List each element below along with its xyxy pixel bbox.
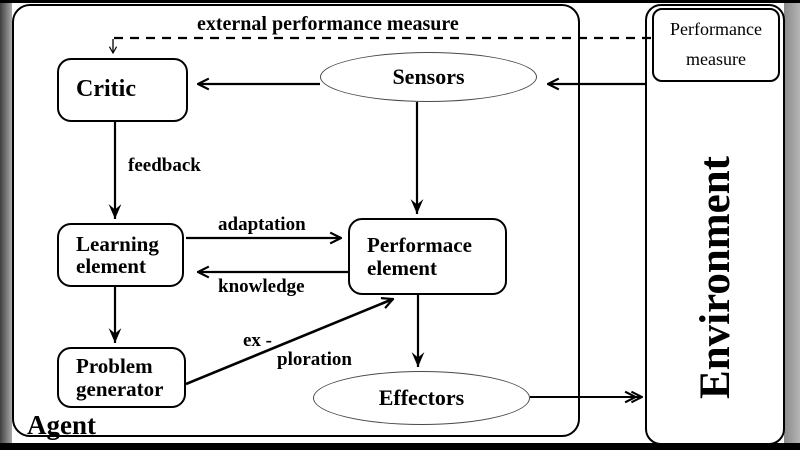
performance-element-label-line2: element xyxy=(367,255,437,280)
problem-generator-node: Problem generator xyxy=(57,347,186,408)
critic-label: Critic xyxy=(76,76,136,103)
learning-element-node: Learning element xyxy=(57,223,184,287)
problem-generator-label-line1: Problem xyxy=(76,354,153,379)
adaptation-label: adaptation xyxy=(218,214,306,235)
knowledge-label: knowledge xyxy=(218,276,305,297)
right-gradient-band xyxy=(784,3,800,443)
performance-element-label-line1: Performace xyxy=(367,233,472,258)
exploration-label-line1: ex - xyxy=(243,330,273,351)
feedback-label: feedback xyxy=(128,155,201,176)
problem-generator-label-line2: generator xyxy=(76,376,164,401)
bottom-frame-strip xyxy=(0,443,800,450)
exploration-label-line2: ploration xyxy=(277,349,352,370)
sensors-node: Sensors xyxy=(320,52,537,102)
environment-label: Environment xyxy=(692,156,739,399)
effectors-label: Effectors xyxy=(378,385,465,410)
sensors-label: Sensors xyxy=(392,64,465,89)
performance-measure-node: Performance measure xyxy=(652,8,780,82)
left-gradient-band xyxy=(0,3,12,443)
performance-element-node: Performace element xyxy=(348,218,507,295)
effectors-node: Effectors xyxy=(313,371,530,425)
agent-label: Agent xyxy=(27,410,96,440)
external-performance-measure-label: external performance measure xyxy=(197,13,459,35)
learning-element-label-line1: Learning xyxy=(76,231,159,256)
environment-label-wrap: Environment xyxy=(646,110,785,445)
critic-node: Critic xyxy=(57,58,188,122)
performance-measure-label-line1: Performance xyxy=(670,19,762,40)
performance-measure-label-line2: measure xyxy=(686,49,746,69)
learning-element-label-line2: element xyxy=(76,254,146,278)
top-frame-strip xyxy=(0,0,800,3)
